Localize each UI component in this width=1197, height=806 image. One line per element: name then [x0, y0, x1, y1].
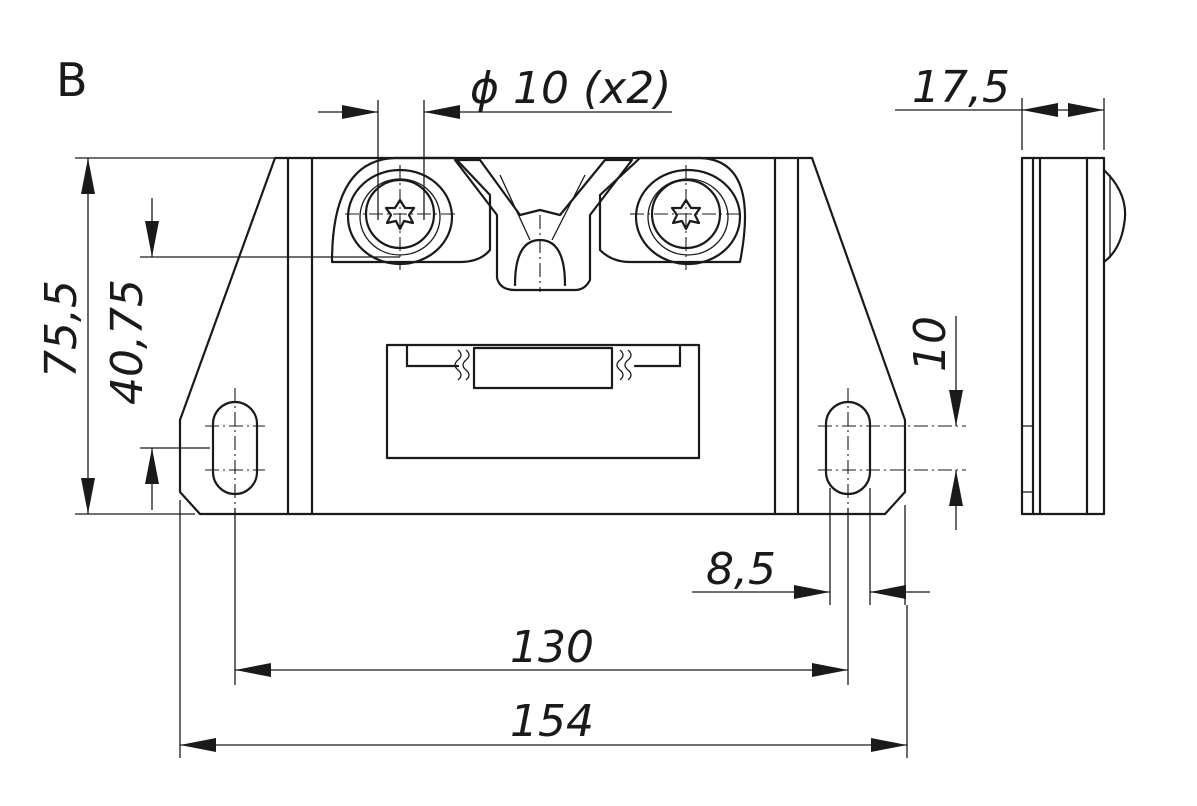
dim-height-total: 75,5 — [36, 280, 87, 378]
right-roller — [598, 156, 747, 266]
dim-hole-diameter: ϕ 10 (x2) — [470, 63, 671, 114]
dim-hole-spacing: 130 — [510, 622, 594, 673]
v-spring-edge-left — [499, 174, 531, 241]
right-torx-icon — [670, 198, 702, 231]
catch-body-front-view — [178, 156, 907, 516]
right-roller-ring — [647, 178, 729, 256]
latch-window-frame — [385, 343, 701, 460]
dim-depth: 17,5 — [912, 62, 1010, 113]
latch-window — [385, 343, 701, 460]
spring-right-coil-2 — [624, 349, 632, 381]
left-roller-housing — [330, 156, 492, 264]
left-torx-icon — [384, 198, 416, 231]
side-view — [1020, 156, 1127, 516]
side-view-roller — [1102, 168, 1127, 264]
spring-left-coil — [454, 349, 462, 381]
spring-left-coil-2 — [462, 349, 470, 381]
latch-plunger — [472, 346, 614, 390]
center-lines — [205, 165, 966, 508]
v-spring-edge-right — [551, 174, 586, 241]
dim-edge-offset: 8,5 — [706, 544, 776, 595]
v-spring — [453, 158, 634, 292]
body-outline — [178, 156, 907, 516]
v-spring-outline — [453, 158, 634, 292]
right-roller-outer — [634, 168, 742, 266]
dim-overall-width: 154 — [510, 696, 594, 747]
spring-right-coil — [616, 349, 624, 381]
side-view-body — [1020, 156, 1106, 516]
dim-height-center: 40,75 — [102, 279, 153, 405]
dimension-lines — [75, 98, 1105, 758]
view-label: B — [56, 53, 88, 107]
dim-slot-length: 10 — [905, 316, 956, 372]
right-roller-housing — [598, 156, 747, 264]
